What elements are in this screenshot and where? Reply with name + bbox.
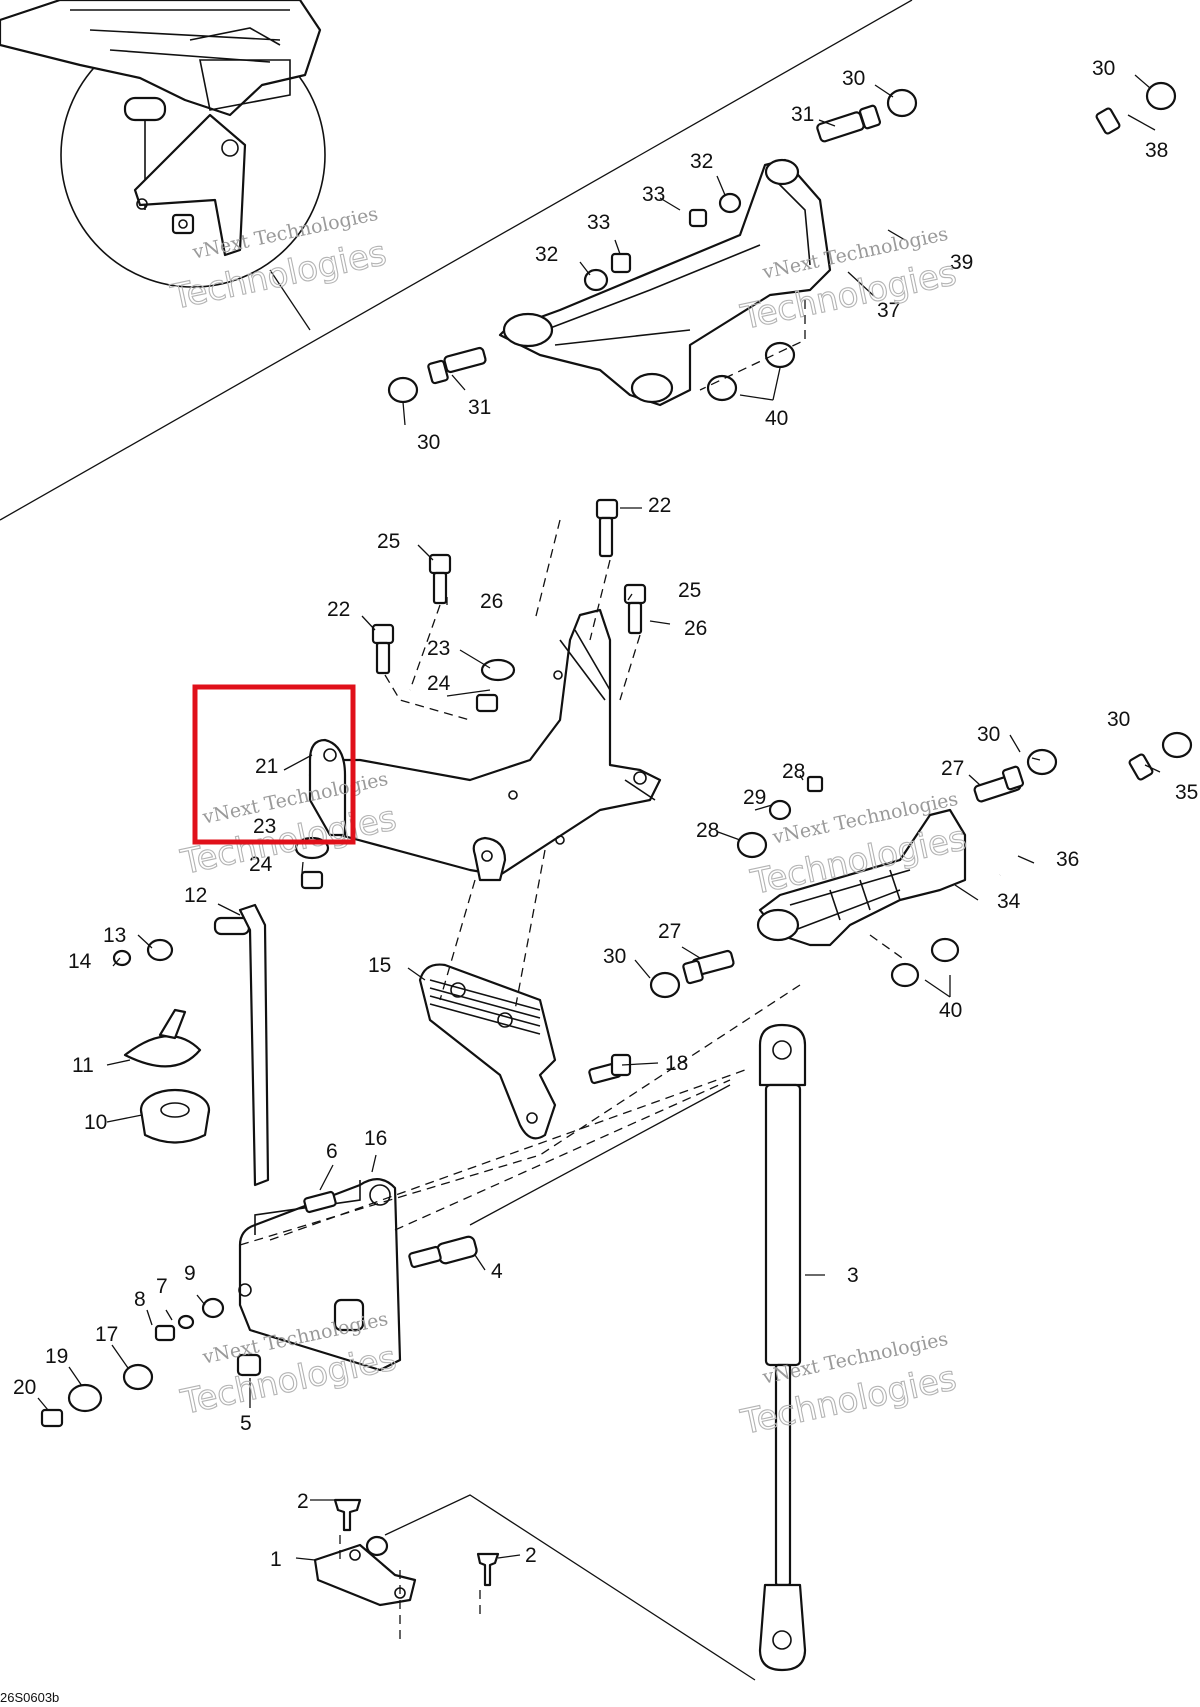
frame-top-left xyxy=(0,0,322,257)
callout-30: 30 xyxy=(603,945,626,968)
callout-6: 6 xyxy=(326,1140,338,1163)
callout-24: 24 xyxy=(249,853,273,876)
callout-20: 20 xyxy=(13,1376,36,1399)
callout-28: 28 xyxy=(782,760,805,783)
callout-11: 11 xyxy=(72,1054,94,1077)
callout-9: 9 xyxy=(184,1262,196,1285)
callout-32: 32 xyxy=(535,243,558,266)
callout-leaders xyxy=(37,74,1161,1561)
mount-bracket xyxy=(313,1498,500,1640)
callout-22: 22 xyxy=(327,598,350,621)
detail-leader-line xyxy=(269,269,311,331)
callout-15: 15 xyxy=(368,954,391,977)
callout-26: 26 xyxy=(684,617,707,640)
callout-16: 16 xyxy=(364,1127,387,1150)
callout-27: 27 xyxy=(658,920,681,943)
callout-40: 40 xyxy=(939,999,962,1022)
callout-24: 24 xyxy=(427,672,451,695)
callout-7: 7 xyxy=(156,1275,168,1298)
shift-linkage xyxy=(40,903,478,1428)
callout-21: 21 xyxy=(255,755,278,778)
callout-22: 22 xyxy=(648,494,671,517)
callout-39: 39 xyxy=(950,251,973,274)
watermark: vNext Technologies Technologies xyxy=(166,203,390,319)
callout-8: 8 xyxy=(134,1288,146,1311)
callout-35: 35 xyxy=(1175,781,1198,804)
callout-40: 40 xyxy=(765,407,788,430)
pivot-bracket xyxy=(308,608,662,882)
callout-33: 33 xyxy=(587,211,610,234)
callout-36: 36 xyxy=(1056,848,1079,871)
gas-spring xyxy=(758,1023,807,1672)
callout-3: 3 xyxy=(847,1264,859,1287)
callout-1: 1 xyxy=(270,1548,282,1571)
callout-28: 28 xyxy=(696,819,719,842)
upper-swing-arm xyxy=(498,158,832,407)
callout-33: 33 xyxy=(642,183,665,206)
callout-25: 25 xyxy=(678,579,701,602)
callout-25: 25 xyxy=(377,530,400,553)
assembly-line-2 xyxy=(269,1069,746,1241)
callout-labels: 30 30 38 31 32 33 33 32 39 37 31 30 40 2… xyxy=(13,57,1198,1571)
callout-4: 4 xyxy=(491,1260,503,1283)
callout-32: 32 xyxy=(690,150,713,173)
callout-31: 31 xyxy=(791,103,814,126)
callout-18: 18 xyxy=(665,1052,688,1075)
callout-27: 27 xyxy=(941,757,964,780)
callout-19: 19 xyxy=(45,1345,68,1368)
callout-17: 17 xyxy=(95,1323,118,1346)
upper-hardware xyxy=(387,81,1177,404)
callout-31: 31 xyxy=(468,396,491,419)
lower-bracket xyxy=(418,849,632,1140)
callout-30: 30 xyxy=(842,67,865,90)
bracket-hardware xyxy=(294,498,647,890)
callout-30: 30 xyxy=(977,723,1000,746)
watermark: vNext Technologies Technologies xyxy=(176,768,400,884)
callout-23: 23 xyxy=(253,815,276,838)
callout-30: 30 xyxy=(1092,57,1115,80)
callout-12: 12 xyxy=(184,884,207,907)
drawing-code: 26S0603b xyxy=(0,1690,59,1705)
callout-26: 26 xyxy=(480,590,503,613)
callout-38: 38 xyxy=(1145,139,1168,162)
section-divider-line xyxy=(0,0,913,521)
assembly-line-1 xyxy=(394,1079,731,1231)
callout-37: 37 xyxy=(877,299,900,322)
callout-5: 5 xyxy=(240,1412,252,1435)
callout-30: 30 xyxy=(1107,708,1130,731)
callout-14: 14 xyxy=(68,950,92,973)
callout-2: 2 xyxy=(297,1490,309,1513)
callout-23: 23 xyxy=(427,637,450,660)
lower-swing-arm xyxy=(649,731,1193,999)
callout-13: 13 xyxy=(103,924,126,947)
callout-2: 2 xyxy=(525,1544,537,1567)
callout-30: 30 xyxy=(417,431,440,454)
callout-34: 34 xyxy=(997,890,1021,913)
assembly-arrow-1 xyxy=(384,1494,756,1681)
assembly-arrow-4 xyxy=(469,1084,731,1226)
highlight-box xyxy=(192,684,356,845)
callout-10: 10 xyxy=(84,1111,107,1134)
callout-29: 29 xyxy=(743,786,766,809)
